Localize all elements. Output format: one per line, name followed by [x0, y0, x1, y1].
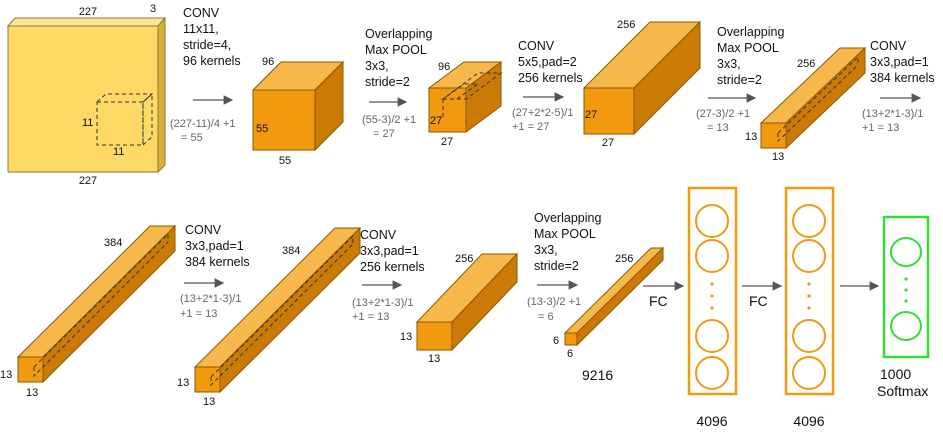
fc1-arrow-label: FC — [649, 293, 668, 309]
conv4-output-volume — [193, 226, 362, 394]
conv1-output-volume — [251, 60, 345, 152]
conv1-depth-label: 96 — [262, 56, 274, 68]
kernel-height-label: 11 — [82, 117, 93, 129]
conv2-height-label: 27 — [585, 109, 597, 121]
fc2-arrow-label: FC — [749, 293, 768, 309]
pool1-width-label: 27 — [441, 136, 453, 148]
conv5-op-label: CONV 3x3,pad=1 256 kernels — [360, 228, 425, 274]
input-volume — [6, 16, 167, 174]
conv1-calc-label: (227-11)/4 +1 = 55 — [170, 118, 239, 144]
conv5-output-volume — [415, 252, 519, 352]
conv5-calc-label: (13+2*1-3)/1 +1 = 13 — [352, 297, 417, 323]
block5-height-label: 13 — [177, 377, 189, 389]
pool2-op-label: Overlapping Max POOL 3x3, stride=2 — [717, 25, 788, 87]
block7-depth-label: 256 — [615, 253, 633, 265]
conv2-width-label: 27 — [602, 137, 614, 149]
conv2-output-volume — [582, 20, 702, 136]
block7-width-label: 6 — [567, 348, 573, 360]
pool3-op-label: Overlapping Max POOL 3x3, stride=2 — [534, 211, 605, 273]
input-depth-label: 3 — [150, 3, 156, 15]
block4-height-label: 13 — [0, 369, 12, 381]
conv1-op-label: CONV 11x11, stride=4, 96 kernels — [183, 6, 241, 68]
block6-depth-label: 256 — [455, 253, 473, 265]
input-height-label: 227 — [79, 175, 97, 187]
block5-depth-label: 384 — [282, 245, 300, 257]
pool3-calc-label: (13-3)/2 +1 = 6 — [527, 296, 584, 323]
block6-width-label: 13 — [428, 353, 440, 365]
conv2-op-label: CONV 5x5,pad=2 256 kernels — [518, 39, 583, 85]
fc1-size-label: 4096 — [696, 413, 727, 429]
fc2-size-label: 4096 — [793, 413, 824, 429]
pool2-output-volume — [759, 46, 867, 150]
kernel-width-label: 11 — [113, 146, 124, 158]
fc2-layer — [784, 186, 835, 396]
block4-depth-label: 384 — [104, 237, 122, 249]
conv3-calc-label: (13+2*1-3)/1 +1 = 13 — [862, 108, 927, 134]
flatten-size-label: 9216 — [582, 367, 613, 383]
pool1-calc-label: (55-3)/2 +1 = 27 — [362, 114, 419, 140]
conv1-height-label: 55 — [256, 123, 268, 135]
fc1-layer — [687, 186, 738, 396]
pool3-output-volume — [563, 246, 665, 347]
block5-width-label: 13 — [203, 396, 215, 408]
pool2-calc-label: (27-3)/2 +1 = 13 — [696, 108, 753, 134]
pool1-depth-label: 96 — [438, 61, 450, 73]
block7-height-label: 6 — [553, 335, 559, 347]
conv2-depth-label: 256 — [617, 19, 635, 31]
pool1-height-label: 27 — [430, 115, 442, 127]
conv3-output-volume — [16, 224, 177, 384]
conv4-calc-label: (13+2*1-3)/1 +1 = 13 — [180, 293, 245, 320]
softmax-label: 1000 Softmax — [877, 366, 928, 399]
pool1-op-label: Overlapping Max POOL 3x3, stride=2 — [365, 27, 436, 89]
pool2-width-label: 13 — [772, 151, 784, 163]
input-width-label: 227 — [79, 6, 97, 18]
pool2-depth-label: 256 — [797, 58, 815, 70]
softmax-layer — [882, 215, 930, 359]
conv1-width-label: 55 — [279, 155, 291, 167]
block6-height-label: 13 — [400, 331, 412, 343]
conv4-op-label: CONV 3x3,pad=1 384 kernels — [185, 223, 250, 269]
block4-width-label: 13 — [26, 387, 38, 399]
conv2-calc-label: (27+2*2-5)/1 +1 = 27 — [512, 107, 577, 133]
pool1-output-volume — [427, 61, 503, 133]
conv3-op-label: CONV 3x3,pad=1 384 kernels — [870, 39, 935, 85]
pool2-height-label: 13 — [745, 131, 757, 143]
